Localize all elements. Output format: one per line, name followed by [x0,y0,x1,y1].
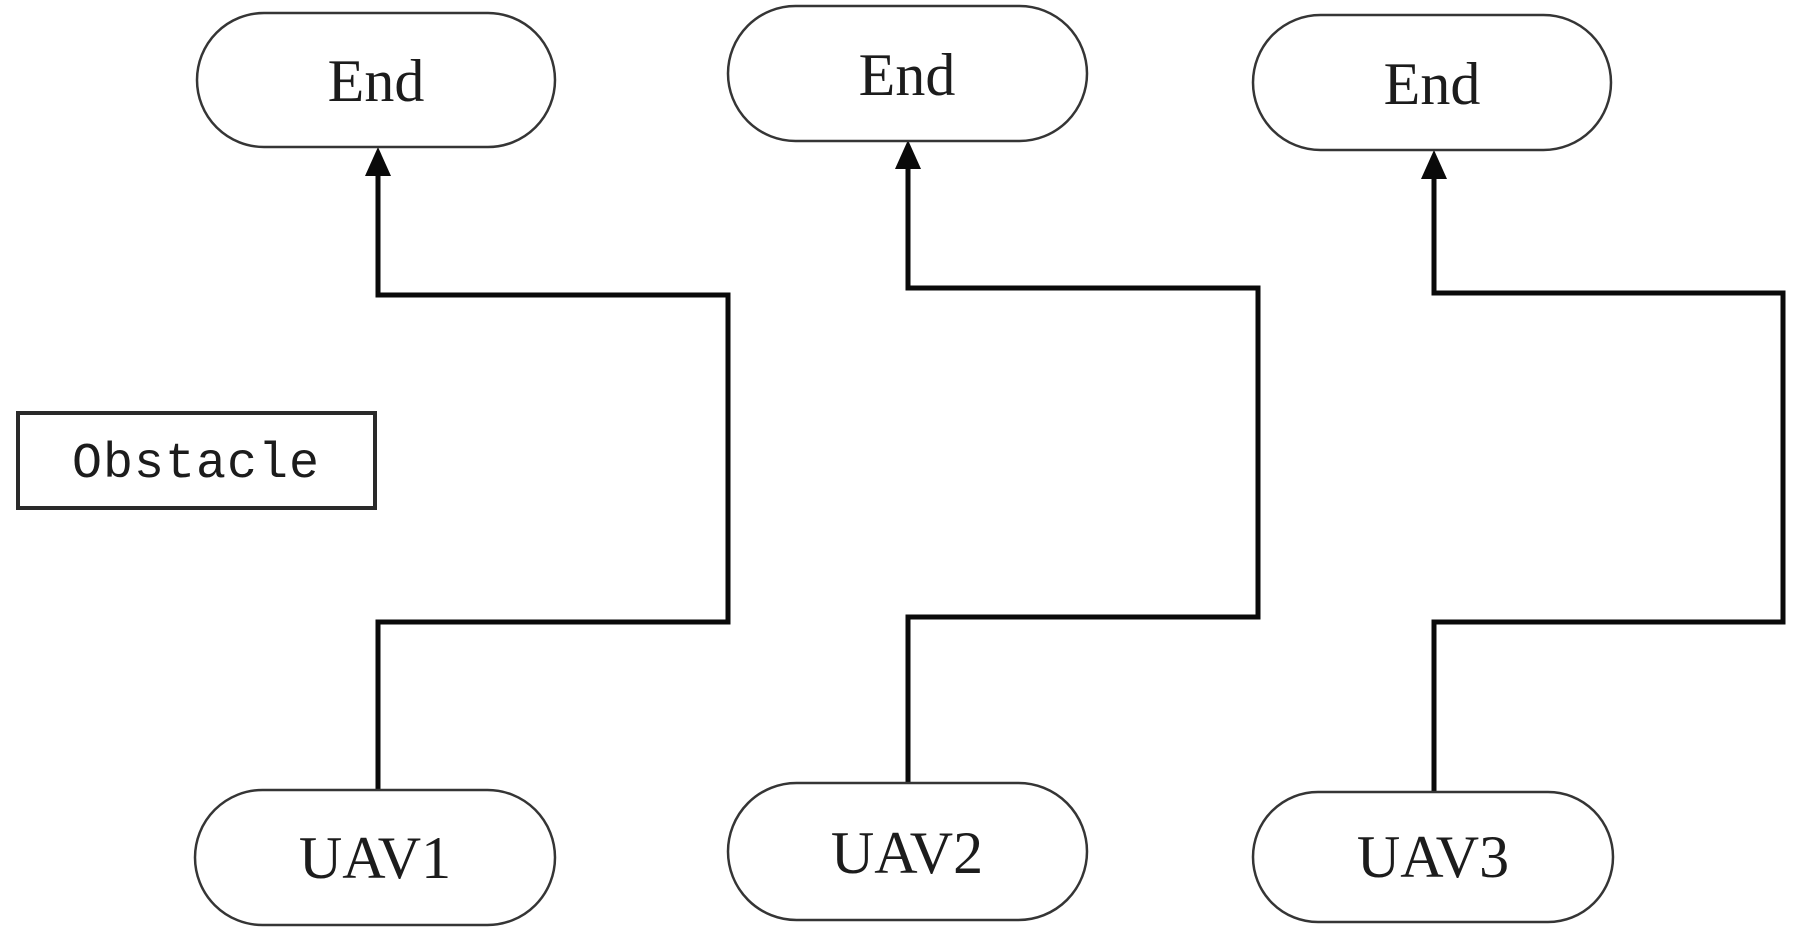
route-uav2-to-end [905,167,1261,783]
obstacle-box [16,411,377,510]
column-uav3: End UAV3 [1251,13,1786,924]
obstacle-label: Obstacle [72,436,320,493]
route-uav3-to-end [1431,177,1786,792]
end-node-2 [726,4,1089,143]
end-node-3 [1251,13,1613,152]
end-node-1 [195,11,557,149]
uav-node-2 [726,781,1089,922]
column-uav2: End UAV2 [726,4,1261,922]
uav-node-3 [1251,790,1615,924]
column-uav1: End UAV1 [193,11,731,927]
route-uav1-to-end [375,174,731,790]
end-node-3-label: End [1384,51,1481,117]
uav-node-3-label: UAV3 [1357,824,1509,890]
arrowhead-up-icon [365,147,391,176]
end-node-1-label: End [328,48,425,114]
obstacle-group: Obstacle [16,411,377,510]
arrowhead-up-icon [895,140,921,169]
arrowhead-up-icon [1421,150,1447,179]
uav-node-2-label: UAV2 [831,820,983,886]
uav-node-1-label: UAV1 [299,825,451,891]
uav-node-1 [193,788,557,927]
end-node-2-label: End [859,42,956,108]
